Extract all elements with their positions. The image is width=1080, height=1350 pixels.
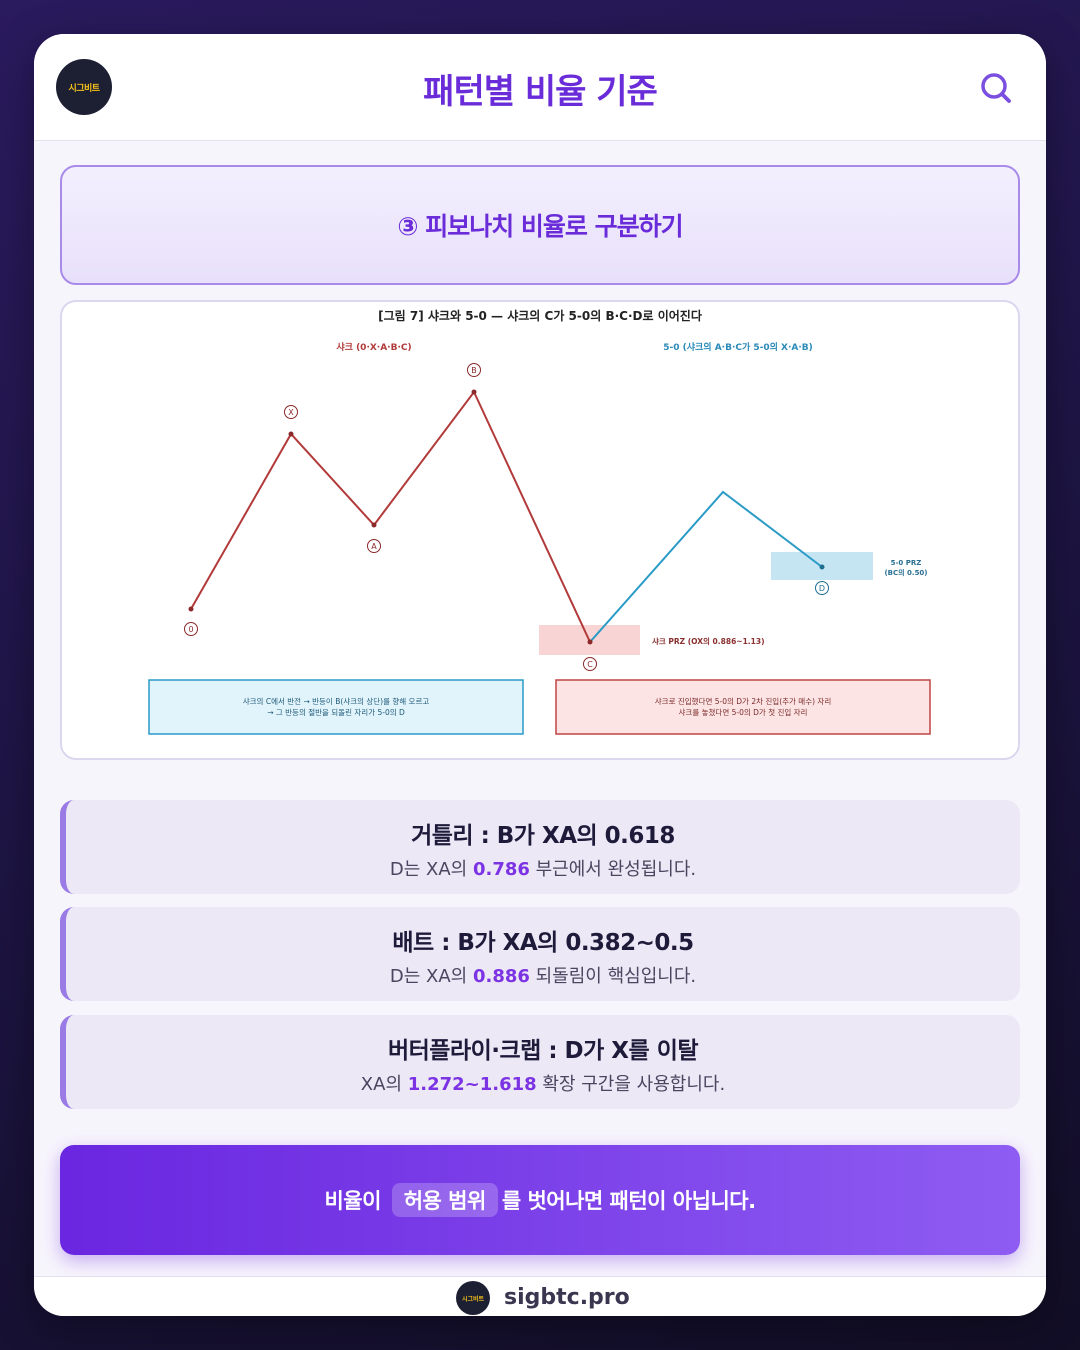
rule-card-gartley: 거틀리 : B가 XA의 0.618 D는 XA의 0.786 부근에서 완성됩… xyxy=(60,800,1020,894)
fiveo-label: 5-0 (샤크의 A·B·C가 5-0의 X·A·B) xyxy=(663,341,813,353)
point-0-marker: 0 xyxy=(184,622,198,636)
brand-logo[interactable]: 시그비트 xyxy=(56,59,112,115)
fiveo-prz-label-1: 5-0 PRZ xyxy=(891,559,922,567)
point-d-dot xyxy=(819,564,825,570)
shark-prz-label: 샤크 PRZ (OX의 0.886~1.13) xyxy=(652,636,765,646)
rule-description: XA의 1.272~1.618 확장 구간을 사용합니다. xyxy=(360,1074,726,1095)
section-heading-box: ③ 피보나치 비율로 구분하기 xyxy=(60,165,1020,285)
rule-description: D는 XA의 0.886 되돌림이 핵심입니다. xyxy=(389,966,697,987)
point-x-marker: X xyxy=(284,405,298,419)
point-c-marker: C xyxy=(583,657,597,671)
svg-text:C: C xyxy=(587,660,593,669)
rule-title: 버터플라이·크랩 : D가 X를 이탈 xyxy=(387,1038,699,1064)
point-c-dot xyxy=(587,639,593,645)
rule-value: 0.886 xyxy=(472,966,530,987)
svg-text:D: D xyxy=(819,584,825,593)
point-b-marker: B xyxy=(467,363,481,377)
rule-value: 1.272~1.618 xyxy=(407,1074,537,1095)
footer-site-link[interactable]: sigbtc.pro xyxy=(504,1285,630,1310)
fiveo-pattern-line xyxy=(589,490,823,643)
header: 시그비트 패턴별 비율 기준 xyxy=(34,34,1046,141)
pattern-diagram: [그림 7] 샤크와 5-0 — 샤크의 C가 5-0의 B·C·D로 이어진다… xyxy=(148,308,931,735)
note-right-box xyxy=(555,679,931,735)
shark-pattern-line xyxy=(190,390,591,643)
search-icon xyxy=(981,73,1011,103)
svg-text:0: 0 xyxy=(188,625,193,634)
note-right-line-2: 샤크를 놓쳤다면 5-0의 D가 첫 진입 자리 xyxy=(679,707,808,717)
point-b-dot xyxy=(471,389,477,395)
content-card: 시그비트 패턴별 비율 기준 ③ 피보나치 비율로 구분하기 [그림 7] 샤크… xyxy=(34,34,1046,1316)
page-title: 패턴별 비율 기준 xyxy=(423,72,658,112)
rule-card-butterfly-crab: 버터플라이·크랩 : D가 X를 이탈 XA의 1.272~1.618 확장 구… xyxy=(60,1015,1020,1109)
rule-value: 0.786 xyxy=(472,859,530,880)
footer-logo-text: 시그비트 xyxy=(461,1295,485,1303)
footer: 시그비트 sigbtc.pro xyxy=(34,1276,1046,1316)
section-title: ③ 피보나치 비율로 구분하기 xyxy=(397,212,683,241)
rule-card-bat: 배트 : B가 XA의 0.382~0.5 D는 XA의 0.886 되돌림이 … xyxy=(60,907,1020,1001)
pattern-figure: [그림 7] 샤크와 5-0 — 샤크의 C가 5-0의 B·C·D로 이어진다… xyxy=(60,300,1020,760)
point-a-marker: A xyxy=(367,539,381,553)
rule-title: 배트 : B가 XA의 0.382~0.5 xyxy=(392,930,694,956)
rule-title: 거틀리 : B가 XA의 0.618 xyxy=(411,823,675,849)
note-left-box xyxy=(148,679,524,735)
svg-text:A: A xyxy=(371,542,377,551)
svg-text:B: B xyxy=(471,366,477,375)
point-0-dot xyxy=(188,606,194,612)
search-button[interactable] xyxy=(978,70,1014,106)
svg-text:X: X xyxy=(288,408,294,417)
summary-highlight: 허용 범위 xyxy=(391,1183,498,1217)
note-left-line-2: → 그 반등의 절반을 되돌린 자리가 5-0의 D xyxy=(267,707,405,717)
figure-title: [그림 7] 샤크와 5-0 — 샤크의 C가 5-0의 B·C·D로 이어진다 xyxy=(378,308,702,323)
rule-description: D는 XA의 0.786 부근에서 완성됩니다. xyxy=(389,859,697,880)
footer-logo[interactable]: 시그비트 xyxy=(456,1281,490,1315)
shark-label: 샤크 (0·X·A·B·C) xyxy=(336,341,411,353)
fiveo-prz-label-2: (BC의 0.50) xyxy=(884,568,927,577)
point-a-dot xyxy=(371,522,377,528)
note-right-line-1: 샤크로 진입했다면 5-0의 D가 2차 진입(추가 매수) 자리 xyxy=(655,696,831,706)
point-d-marker: D xyxy=(815,581,829,595)
note-left-line-1: 샤크의 C에서 반전 → 반등이 B(샤크의 상단)를 향해 오르고 xyxy=(243,696,430,706)
brand-logo-text: 시그비트 xyxy=(68,83,100,94)
point-x-dot xyxy=(288,431,294,437)
